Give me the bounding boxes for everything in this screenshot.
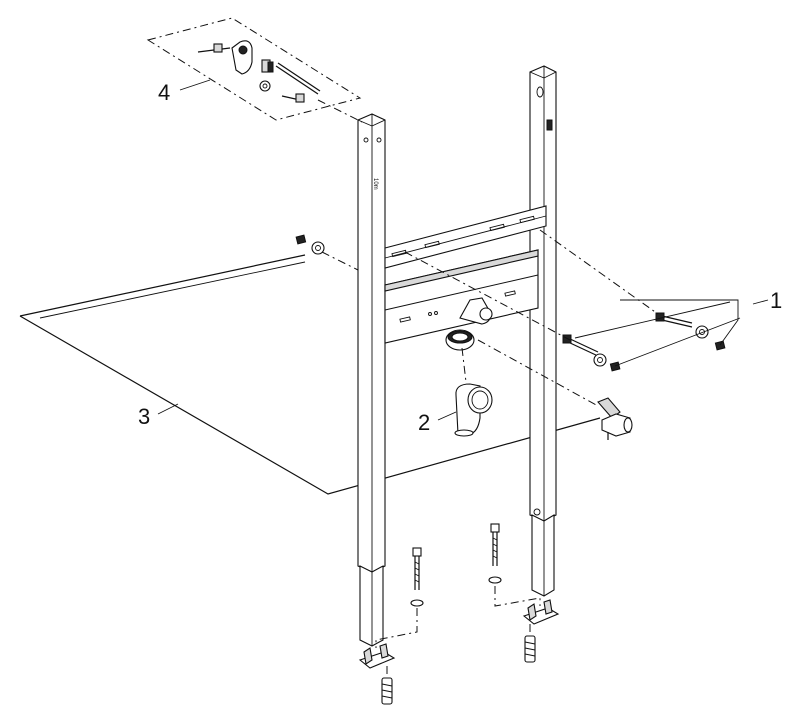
left-upright [357,113,386,647]
lower-mounting-plate [384,249,539,344]
callout-2: 2 [418,410,430,435]
right-upright [529,65,557,597]
callout-4: 4 [158,80,170,105]
floor-anchors [358,523,560,705]
floor-plane [19,254,601,495]
side-fixing-set [295,234,741,372]
fixing-kit-panel [146,17,362,121]
angle-valve [597,397,633,440]
drain-elbow [445,329,493,437]
frame-marking: 10m [372,178,378,190]
upper-crossbar [384,205,547,269]
leader-lines [157,79,769,421]
callout-1: 1 [770,288,782,313]
assembly-guide-lines [317,99,659,678]
callout-3: 3 [138,404,150,429]
